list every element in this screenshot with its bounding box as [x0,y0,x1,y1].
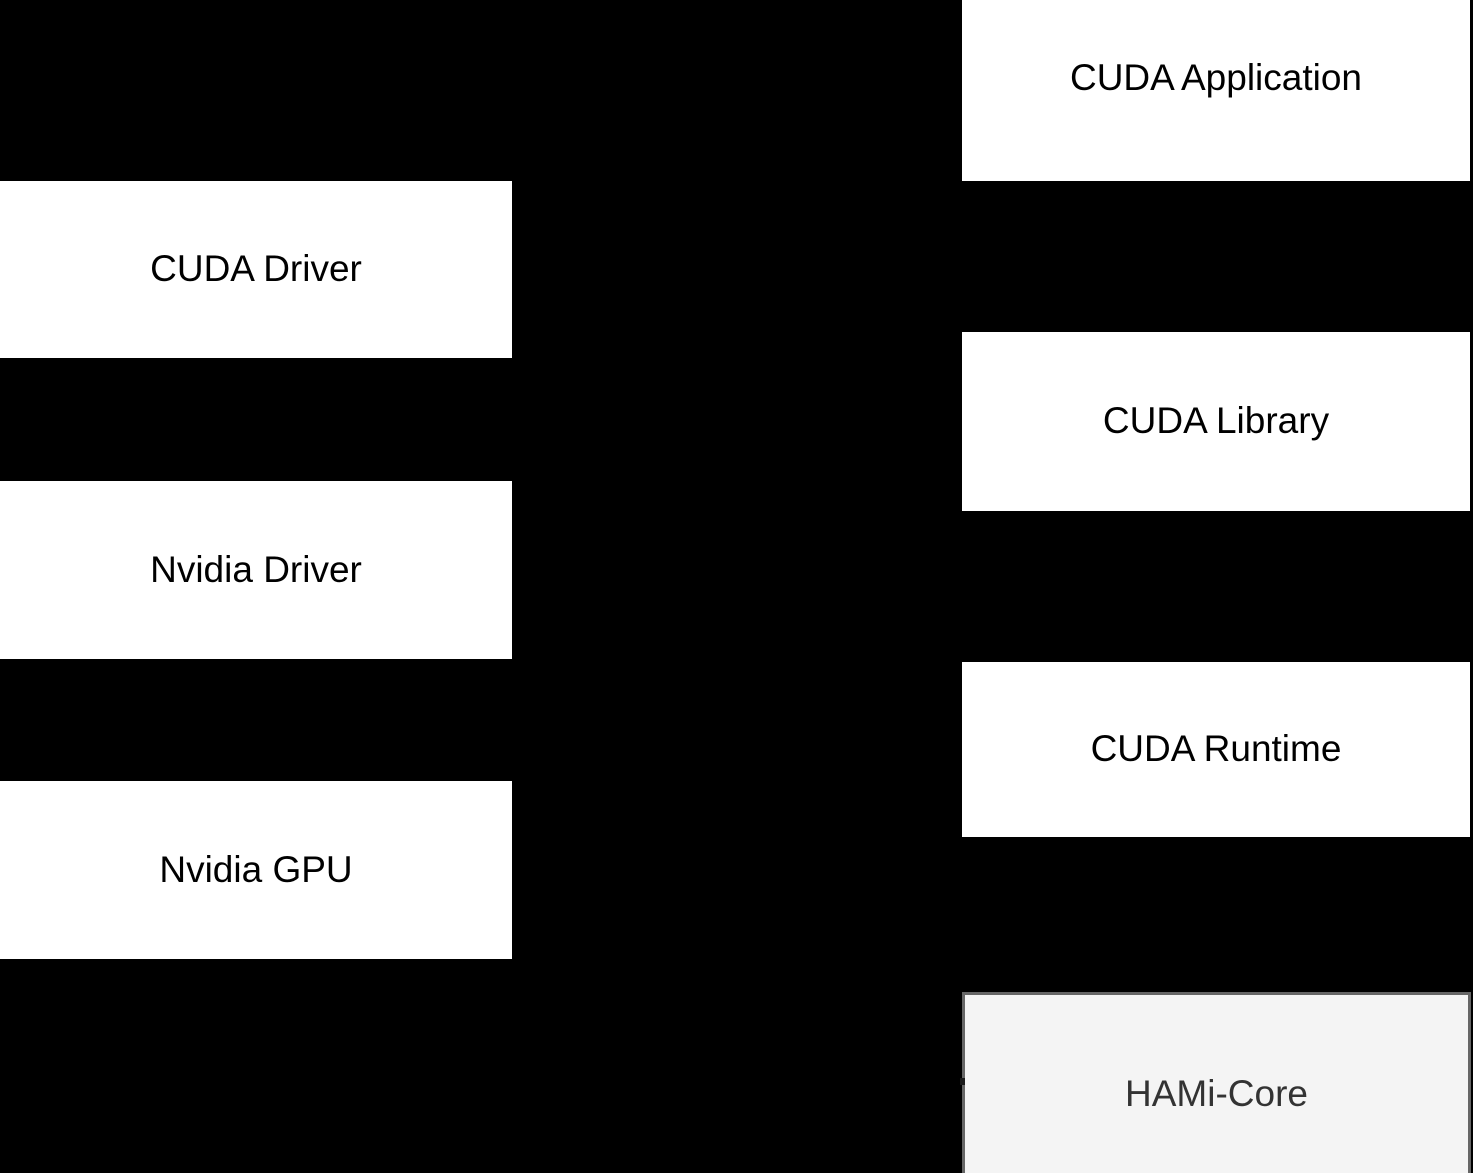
node-cuda-driver-label: CUDA Driver [150,248,362,290]
node-cuda-runtime[interactable]: CUDA Runtime [962,662,1470,837]
node-cuda-application-label: CUDA Application [1069,57,1363,99]
node-nvidia-gpu[interactable]: Nvidia GPU [0,781,512,959]
node-cuda-driver[interactable]: CUDA Driver [0,181,512,358]
node-hami-core-label: HAMi-Core [1125,1073,1308,1115]
node-nvidia-gpu-label: Nvidia GPU [159,848,353,890]
node-cuda-library-label: CUDA Library [1102,400,1330,442]
node-cuda-runtime-label: CUDA Runtime [1090,728,1342,770]
node-cuda-application[interactable]: CUDA Application [962,0,1470,181]
node-cuda-library[interactable]: CUDA Library [962,332,1470,511]
node-nvidia-driver-label: Nvidia Driver [150,548,362,590]
connector-hami-core-left-stub [960,1078,965,1085]
node-nvidia-driver[interactable]: Nvidia Driver [0,481,512,659]
node-hami-core[interactable]: HAMi-Core [962,992,1471,1173]
